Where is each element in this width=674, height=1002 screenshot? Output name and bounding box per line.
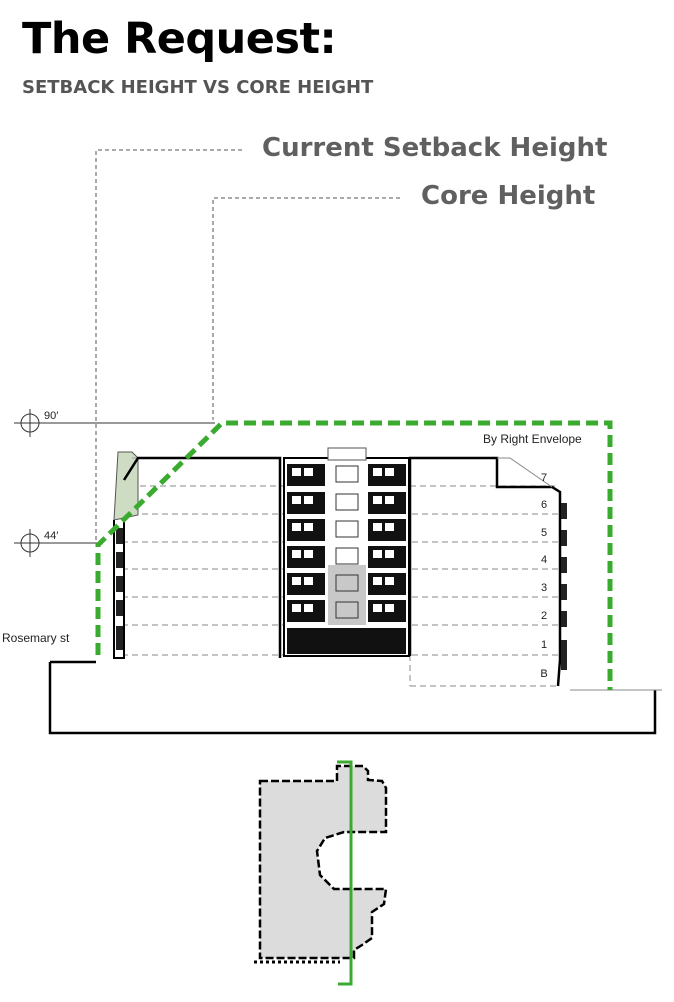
right-wing-outline <box>408 456 562 687</box>
building-footprint <box>258 764 388 960</box>
floor-label-1: 1 <box>541 639 547 651</box>
floor-label-3: 3 <box>541 582 547 594</box>
right-roof-hatch <box>497 457 553 488</box>
street-label: Rosemary st <box>2 631 70 645</box>
section-cut-line <box>337 760 353 986</box>
page-title: The Request: <box>22 14 337 64</box>
site-base <box>48 660 657 735</box>
envelope-label: By Right Envelope <box>483 432 582 446</box>
page-subtitle: SETBACK HEIGHT VS CORE HEIGHT <box>22 77 374 98</box>
floor-label-5: 5 <box>541 527 547 539</box>
floor-label-6: 6 <box>541 499 547 511</box>
core-elevation <box>283 447 410 657</box>
level-label-90: 90′ <box>44 410 58 422</box>
left-wing <box>113 520 125 659</box>
floor-label-4: 4 <box>541 554 547 566</box>
core-leader-line <box>212 197 400 420</box>
floor-label-b: B <box>540 668 547 680</box>
floor-label-7: 7 <box>541 472 547 484</box>
left-roof-outline <box>122 456 282 658</box>
level-marker-44 <box>14 529 98 557</box>
floor-label-2: 2 <box>541 610 547 622</box>
level-marker-90 <box>14 409 215 437</box>
callout-setback-height: Current Setback Height <box>262 133 608 163</box>
by-right-envelope <box>95 420 613 690</box>
callout-core-height: Core Height <box>421 181 596 211</box>
right-wing-balconies <box>561 503 567 670</box>
level-label-44: 44′ <box>44 530 58 542</box>
setback-leader-line <box>95 149 242 543</box>
